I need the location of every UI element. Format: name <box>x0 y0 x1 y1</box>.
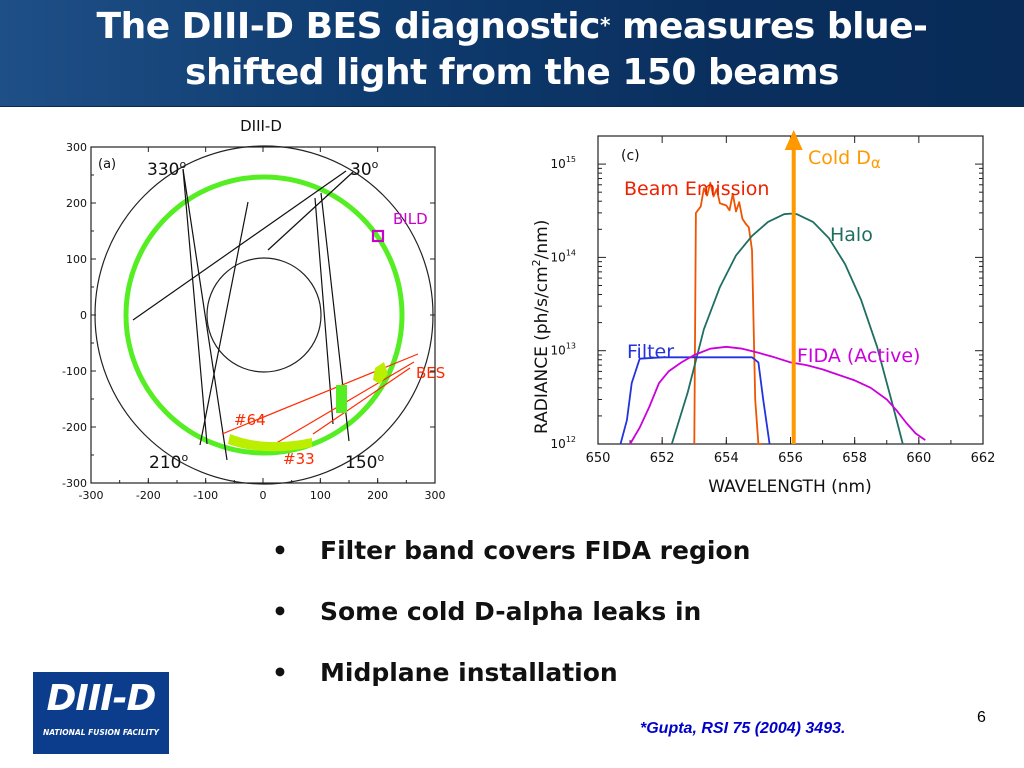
title-text-1: The DIII-D BES diagnostic <box>96 6 601 47</box>
bullet-item: • Some cold D-alpha leaks in <box>272 597 750 627</box>
x-tick-label: 0 <box>260 489 267 502</box>
cold-d-alpha-label: Cold Dα <box>808 147 881 172</box>
page-number: 6 <box>977 709 986 726</box>
series-halo <box>670 212 904 445</box>
bes-sightlines <box>221 353 419 449</box>
y-tick-label: -100 <box>62 365 87 378</box>
x-tick-label: 650 <box>586 451 611 466</box>
plasma-boundary-ring <box>123 174 405 456</box>
beam-33-label: #33 <box>283 450 315 468</box>
y-tick-label: 100 <box>66 253 87 266</box>
x-tick-label: -100 <box>193 489 218 502</box>
bullet-dot: • <box>272 536 288 565</box>
series-fida-active <box>629 345 926 445</box>
y-tick-label: -200 <box>62 421 87 434</box>
bullet-dot: • <box>272 597 288 626</box>
y-axis-title: RADIANCE (ph/s/cm2/nm) <box>530 220 552 434</box>
logo-subtitle: NATIONAL FUSION FACILITY <box>43 728 159 737</box>
angle-label-150: 150o <box>345 451 384 473</box>
x-tick-label: -200 <box>136 489 161 502</box>
bullet-dot: • <box>272 658 288 687</box>
bullet-item: • Midplane installation <box>272 658 750 688</box>
y-tick-label: 1012 <box>551 435 576 451</box>
x-tick-label: -300 <box>79 489 104 502</box>
tokamak-top-view-plot: DIII-D (a) -300 -200 -100 0 100 200 300 300 200 1… <box>62 117 445 502</box>
spot-edge <box>373 362 388 384</box>
bullet-list: • Filter band covers FIDA region • Some co… <box>272 536 750 719</box>
series-filter <box>619 356 771 445</box>
bild-marker <box>371 229 385 243</box>
beam-line <box>132 170 347 321</box>
panel-label: (a) <box>98 157 116 172</box>
title-footnote-mark: * <box>599 13 610 37</box>
spectrum-plot: (c) 650 652 654 656 658 660 662 1015 1014 1013 101… <box>530 130 995 497</box>
title-bar: The DIII-D BES diagnostic* measures blue… <box>0 0 1024 107</box>
x-tick-label: 656 <box>778 451 803 466</box>
beam-line <box>199 201 249 446</box>
y-tick-label: 1015 <box>551 155 576 171</box>
x-tick-label: 652 <box>650 451 675 466</box>
tick-group: -300 -200 -100 0 100 200 300 300 200 100 0 -100 -200… <box>62 141 445 502</box>
x-tick-label: 300 <box>425 489 446 502</box>
spectrum-series <box>619 130 926 445</box>
bes-spots <box>228 362 388 452</box>
fida-label: FIDA (Active) <box>797 345 920 367</box>
spot-mid <box>336 385 347 413</box>
y-tick-label: -300 <box>62 477 87 490</box>
bullet-item: • Filter band covers FIDA region <box>272 536 750 566</box>
halo-label: Halo <box>830 224 873 246</box>
beam-64-label: #64 <box>234 411 266 429</box>
x-tick-label: 662 <box>971 451 995 466</box>
bullet-text: Filter band covers FIDA region <box>320 536 751 565</box>
y-tick-label: 200 <box>66 197 87 210</box>
y-tick-label: 0 <box>80 309 87 322</box>
reference-citation: *Gupta, RSI 75 (2004) 3493. <box>640 720 846 737</box>
y-tick-label: 1013 <box>551 342 576 358</box>
angle-label-30: 30o <box>350 158 379 180</box>
x-tick-label: 100 <box>310 489 331 502</box>
spectrum-axes: 650 652 654 656 658 660 662 1015 1014 1013 1012 <box>551 135 995 466</box>
plot-title: DIII-D <box>240 117 282 135</box>
bes-sightline <box>312 367 411 435</box>
beam-line <box>182 168 208 445</box>
bes-label: BES <box>416 364 445 382</box>
beam-emission-label: Beam Emission <box>624 178 769 200</box>
angle-labels: 330o 30o 210o 150o <box>147 158 384 473</box>
bullet-text: Some cold D-alpha leaks in <box>320 597 702 626</box>
angle-label-210: 210o <box>149 451 188 473</box>
cold-d-alpha-arrowhead <box>784 130 803 150</box>
title-text-3: shifted light from the 150 beams <box>185 52 839 93</box>
x-tick-label: 654 <box>714 451 739 466</box>
beam-line <box>314 197 334 425</box>
inner-wall <box>206 257 322 373</box>
slide-title: The DIII-D BES diagnostic* measures blue… <box>0 4 1024 96</box>
x-tick-label: 658 <box>842 451 867 466</box>
angle-label-330: 330o <box>147 158 186 180</box>
series-beam-emission <box>693 181 762 445</box>
x-axis-title: WAVELENGTH (nm) <box>708 477 871 497</box>
x-tick-label: 660 <box>906 451 931 466</box>
x-tick-label: 200 <box>367 489 388 502</box>
diii-d-logo: DIII-D NATIONAL FUSION FACILITY <box>33 672 169 754</box>
logo-wordmark: DIII-D <box>46 678 157 719</box>
spot-64 <box>228 434 312 452</box>
beam-line <box>267 171 354 251</box>
beam-line <box>182 168 228 461</box>
bullet-text: Midplane installation <box>320 658 618 687</box>
filter-label: Filter <box>627 341 674 363</box>
y-tick-label: 1014 <box>551 248 576 264</box>
y-tick-label: 300 <box>66 141 87 154</box>
bild-label: BILD <box>393 210 428 228</box>
panel-label-c: (c) <box>621 148 640 164</box>
outer-vessel-wall <box>94 145 434 485</box>
title-text-2: measures blue- <box>609 6 928 47</box>
